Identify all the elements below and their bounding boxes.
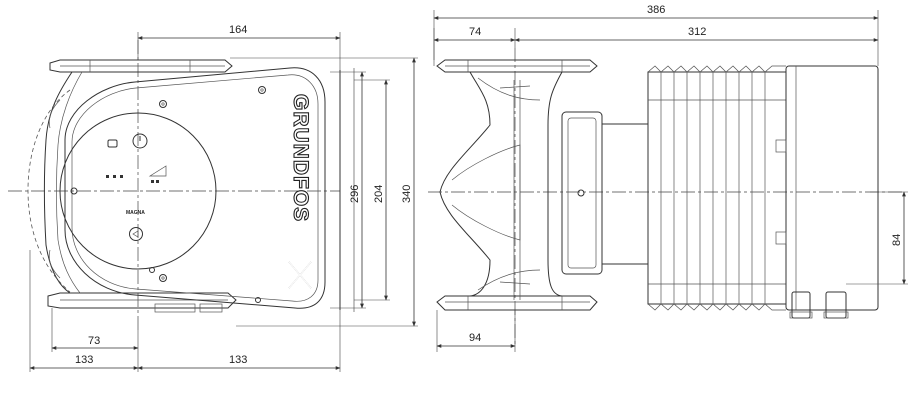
side-coupling [561, 111, 649, 275]
dim-73: 73 [88, 335, 100, 347]
dim-204: 204 [373, 185, 385, 203]
dim-133-left: 133 [75, 354, 93, 366]
dim-340: 340 [401, 185, 413, 203]
cable-gland-icon [825, 291, 847, 319]
side-flanges [436, 59, 598, 311]
model-label: MAGNA [126, 210, 145, 216]
shaft-screw-icon [577, 189, 585, 197]
side-control-box [775, 65, 879, 311]
dim-133-right: 133 [229, 354, 247, 366]
brand-logo: GRUNDFOS [289, 94, 312, 222]
dim-296: 296 [349, 185, 361, 203]
control-box: MAGNA GRUNDFOS [59, 67, 326, 309]
control-button-top [132, 133, 148, 149]
screw-icon [70, 187, 78, 195]
cable-gland-icon [791, 291, 811, 319]
screw-icon [258, 86, 266, 94]
screw-icon [159, 274, 167, 282]
control-panel-face [59, 112, 217, 270]
status-led-icon [106, 175, 123, 178]
dim-94: 94 [469, 332, 481, 344]
dim-74: 74 [469, 26, 481, 38]
dim-84: 84 [891, 234, 903, 246]
grundfos-x-logo-icon [288, 261, 312, 289]
front-view: MAGNA GRUNDFOS [8, 40, 355, 330]
volute-hidden-outline [27, 89, 71, 293]
side-view [428, 48, 905, 345]
front-dimensions: 164 296 204 340 73 133 133 [29, 24, 418, 372]
pump-housing [27, 71, 83, 294]
screw-icon [149, 267, 155, 273]
screw-icon [255, 297, 261, 303]
cable-glands [789, 291, 849, 319]
dim-164: 164 [229, 24, 247, 36]
signal-level-icon [148, 165, 167, 183]
dim-386: 386 [647, 4, 665, 16]
motor-fins [647, 65, 787, 311]
top-flange [49, 59, 233, 73]
screw-icon [159, 100, 167, 108]
side-pump-body [439, 71, 563, 300]
control-button-bottom [129, 227, 143, 241]
side-dimensions: 386 74 312 84 94 [433, 4, 908, 352]
indicator-window-icon [107, 139, 118, 148]
dim-312: 312 [688, 26, 706, 38]
